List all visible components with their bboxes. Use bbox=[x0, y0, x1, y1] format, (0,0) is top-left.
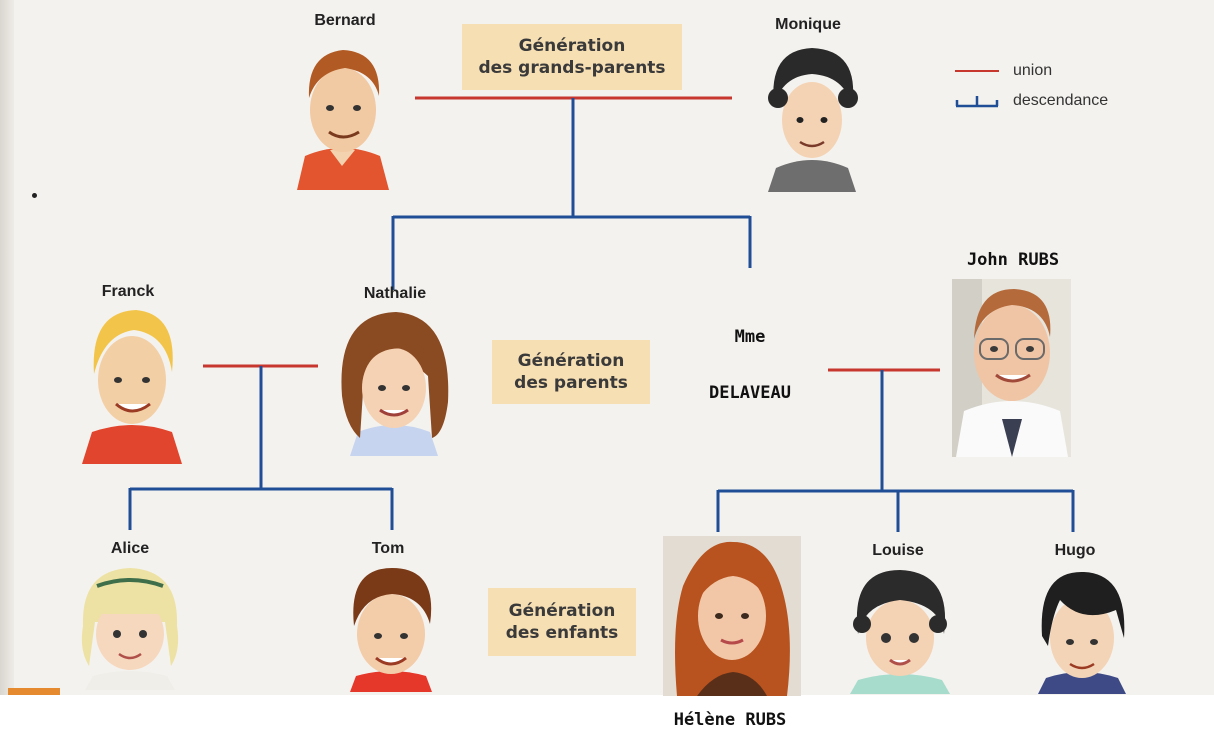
bullet-dot bbox=[32, 193, 37, 198]
name-delaveau: DELAVEAU bbox=[709, 383, 791, 403]
portrait-bernard bbox=[285, 38, 400, 190]
generation-parents-line1: Génération bbox=[517, 351, 625, 371]
portrait-monique bbox=[760, 40, 865, 192]
name-tom: Tom bbox=[371, 540, 405, 557]
name-helene-rubs: Hélène RUBS bbox=[673, 710, 787, 730]
generation-children-line1: Génération bbox=[508, 601, 616, 621]
orange-page-marker bbox=[8, 688, 60, 695]
photo-john-rubs bbox=[952, 279, 1071, 457]
name-monique: Monique bbox=[775, 16, 841, 33]
legend-descendance-swatch bbox=[955, 96, 999, 108]
portrait-tom bbox=[340, 562, 442, 692]
name-john-rubs: John RUBS bbox=[966, 250, 1060, 270]
name-nathalie: Nathalie bbox=[363, 285, 427, 302]
photo-helene-rubs bbox=[663, 536, 801, 696]
legend-descendance-label: descendance bbox=[1013, 92, 1109, 109]
descent-line-grandparents bbox=[391, 98, 752, 290]
generation-box-grandparents: Génération des grands-parents bbox=[462, 24, 682, 90]
portrait-nathalie bbox=[336, 306, 452, 456]
name-franck: Franck bbox=[101, 283, 155, 300]
generation-box-parents: Génération des parents bbox=[492, 340, 650, 404]
legend-union-label: union bbox=[1013, 62, 1053, 79]
name-bernard: Bernard bbox=[314, 12, 376, 29]
generation-grandparents-line2: des grands-parents bbox=[478, 58, 666, 78]
descent-line-delaveau-john bbox=[716, 370, 1075, 532]
portrait-alice bbox=[75, 562, 185, 690]
generation-grandparents-line1: Génération bbox=[518, 36, 626, 56]
name-mme: Mme bbox=[734, 327, 766, 347]
generation-box-children: Génération des enfants bbox=[488, 588, 636, 656]
name-alice: Alice bbox=[110, 540, 150, 557]
name-louise: Louise bbox=[872, 542, 924, 559]
name-hugo: Hugo bbox=[1054, 542, 1096, 559]
generation-children-line2: des enfants bbox=[505, 623, 619, 643]
legend-union-swatch bbox=[955, 70, 999, 72]
generation-parents-line2: des parents bbox=[514, 373, 628, 393]
portrait-hugo bbox=[1032, 566, 1132, 694]
legend: union descendance bbox=[955, 60, 1155, 120]
portrait-franck bbox=[78, 304, 186, 464]
page-binding-edge bbox=[0, 0, 14, 695]
portrait-louise bbox=[846, 564, 954, 694]
descent-line-franck-nathalie bbox=[128, 366, 394, 530]
